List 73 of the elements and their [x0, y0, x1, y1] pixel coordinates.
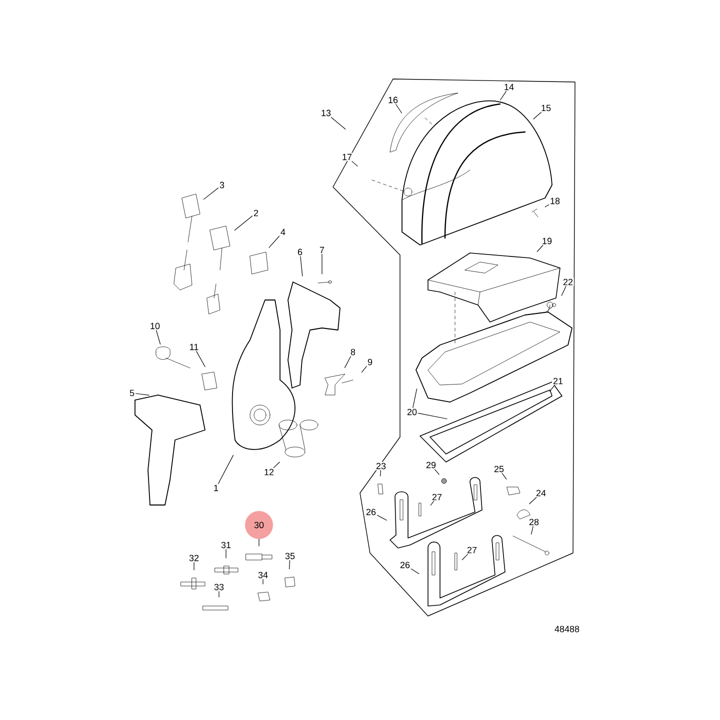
leader-line	[380, 470, 382, 476]
leader-line	[502, 473, 507, 480]
callout-number: 22	[562, 278, 574, 286]
callout-number: 33	[213, 582, 225, 592]
leader-line	[376, 514, 387, 521]
callout-number: 28	[528, 518, 540, 526]
callout-number: 35	[284, 552, 296, 560]
callout-number: 14	[503, 82, 516, 92]
callout-number: 17	[341, 152, 353, 162]
callout-number: 25	[493, 464, 505, 474]
callout-number: 5	[128, 388, 136, 398]
leader-line	[544, 204, 550, 208]
callout-number: 13	[320, 108, 332, 118]
leader-line	[156, 330, 161, 345]
callout-number: 2	[252, 208, 260, 218]
callout-number: 27	[466, 546, 478, 554]
leader-line	[330, 117, 346, 130]
callout-number: 1	[212, 484, 220, 492]
callout-number: 31	[220, 540, 232, 550]
callout-number: 26	[399, 560, 411, 570]
callout-number: 29	[425, 460, 437, 470]
leader-line	[396, 104, 402, 114]
callout-number: 6	[296, 248, 304, 256]
callout-number: 24	[535, 488, 547, 498]
leader-line	[258, 538, 260, 546]
leader-line	[500, 91, 506, 100]
callout-number: 3	[218, 180, 226, 190]
callout-number: 4	[280, 228, 286, 236]
callout-number: 10	[149, 322, 161, 330]
callout-number: 27	[431, 492, 443, 502]
leader-line	[268, 236, 280, 248]
leader-line	[234, 216, 253, 231]
callout-number: 11	[188, 342, 200, 352]
callout-number: 16	[387, 96, 399, 104]
leader-line	[344, 356, 351, 368]
leader-line	[273, 462, 280, 468]
callout-number: 23	[375, 462, 387, 470]
callout-number: 20	[406, 408, 418, 416]
callout-number: 8	[350, 348, 356, 356]
callout-number: 34	[257, 570, 269, 580]
callout-number: 18	[549, 196, 562, 206]
highlighted-callout-number: 30	[245, 511, 273, 539]
leader-line	[462, 554, 468, 560]
leader-line	[352, 161, 358, 166]
leader-line	[430, 501, 434, 506]
leader-line	[262, 579, 264, 584]
leader-line	[529, 497, 537, 504]
leader-line	[410, 568, 420, 574]
leader-line	[536, 245, 544, 252]
part-number: 48488	[554, 626, 580, 632]
leader-line	[418, 412, 448, 420]
leader-line	[203, 188, 219, 200]
leader-line	[289, 560, 290, 570]
leader-line	[434, 469, 440, 475]
callout-number: 19	[541, 236, 553, 246]
leader-line	[549, 385, 555, 392]
callout-number: 12	[263, 468, 275, 476]
leader-line	[300, 256, 303, 276]
leader-line	[533, 112, 542, 120]
callout-number: 7	[318, 246, 326, 254]
leader-line	[218, 455, 234, 484]
callout-number: 26	[365, 508, 377, 516]
leader-line	[412, 388, 418, 408]
callout-number: 9	[366, 358, 374, 366]
callout-number: 15	[540, 104, 552, 112]
leader-line	[361, 366, 367, 373]
leader-line	[531, 526, 534, 534]
callout-number: 21	[552, 376, 564, 386]
leader-line	[561, 286, 566, 296]
leader-line	[218, 591, 220, 598]
leader-line	[196, 351, 206, 368]
callout-number: 32	[188, 554, 200, 562]
leader-line	[135, 393, 150, 396]
